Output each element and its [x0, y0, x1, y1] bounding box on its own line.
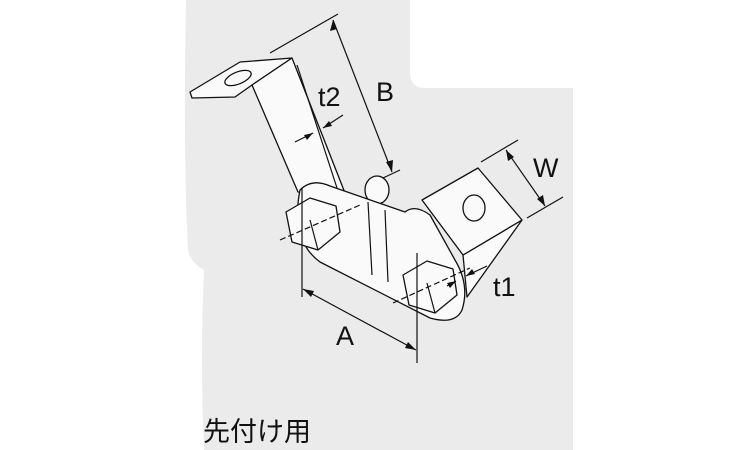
dimension-t2 [294, 114, 344, 143]
hex-nut-left [285, 197, 341, 251]
link-plate-edges [367, 201, 389, 283]
top-flange-hole [224, 69, 252, 87]
dimension-W [480, 139, 564, 219]
label-t1: t1 [493, 272, 516, 302]
dimension-t1 [446, 265, 488, 288]
label-t2: t2 [318, 82, 341, 112]
label-B: B [376, 77, 394, 107]
caption: 先付け用 [203, 417, 311, 448]
label-A: A [336, 321, 354, 351]
nut-edge [309, 219, 319, 251]
dimension-B [269, 13, 401, 179]
label-W: W [533, 153, 559, 183]
right-plate-hole [462, 194, 486, 222]
strap-edge [296, 64, 338, 189]
dimension-A [279, 188, 471, 363]
nut-edge [426, 282, 436, 314]
